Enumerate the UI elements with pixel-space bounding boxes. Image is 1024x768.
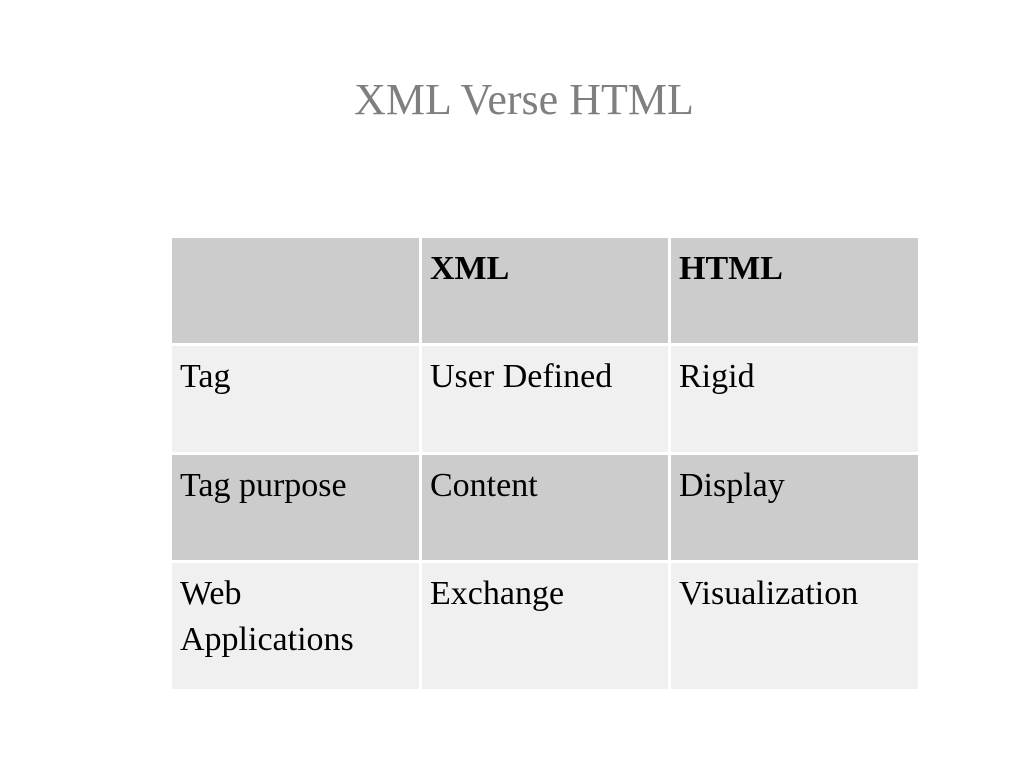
- xml-cell: User Defined: [419, 343, 668, 452]
- xml-cell: Exchange: [419, 560, 668, 689]
- table-header-row: XML HTML: [172, 238, 918, 343]
- row-label-cell: Tag purpose: [172, 452, 419, 560]
- row-label-cell: Tag: [172, 343, 419, 452]
- xml-cell: Content: [419, 452, 668, 560]
- header-cell-empty: [172, 238, 419, 343]
- html-cell: Visualization: [668, 560, 918, 689]
- html-cell: Display: [668, 452, 918, 560]
- slide-title: XML Verse HTML: [354, 75, 694, 124]
- table-row: Tag User Defined Rigid: [172, 343, 918, 452]
- table-row: Web Applications Exchange Visualization: [172, 560, 918, 689]
- header-cell-xml: XML: [419, 238, 668, 343]
- header-cell-html: HTML: [668, 238, 918, 343]
- comparison-table: XML HTML Tag User Defined Rigid Tag purp…: [172, 238, 918, 689]
- table-row: Tag purpose Content Display: [172, 452, 918, 560]
- html-cell: Rigid: [668, 343, 918, 452]
- row-label-cell: Web Applications: [172, 560, 419, 689]
